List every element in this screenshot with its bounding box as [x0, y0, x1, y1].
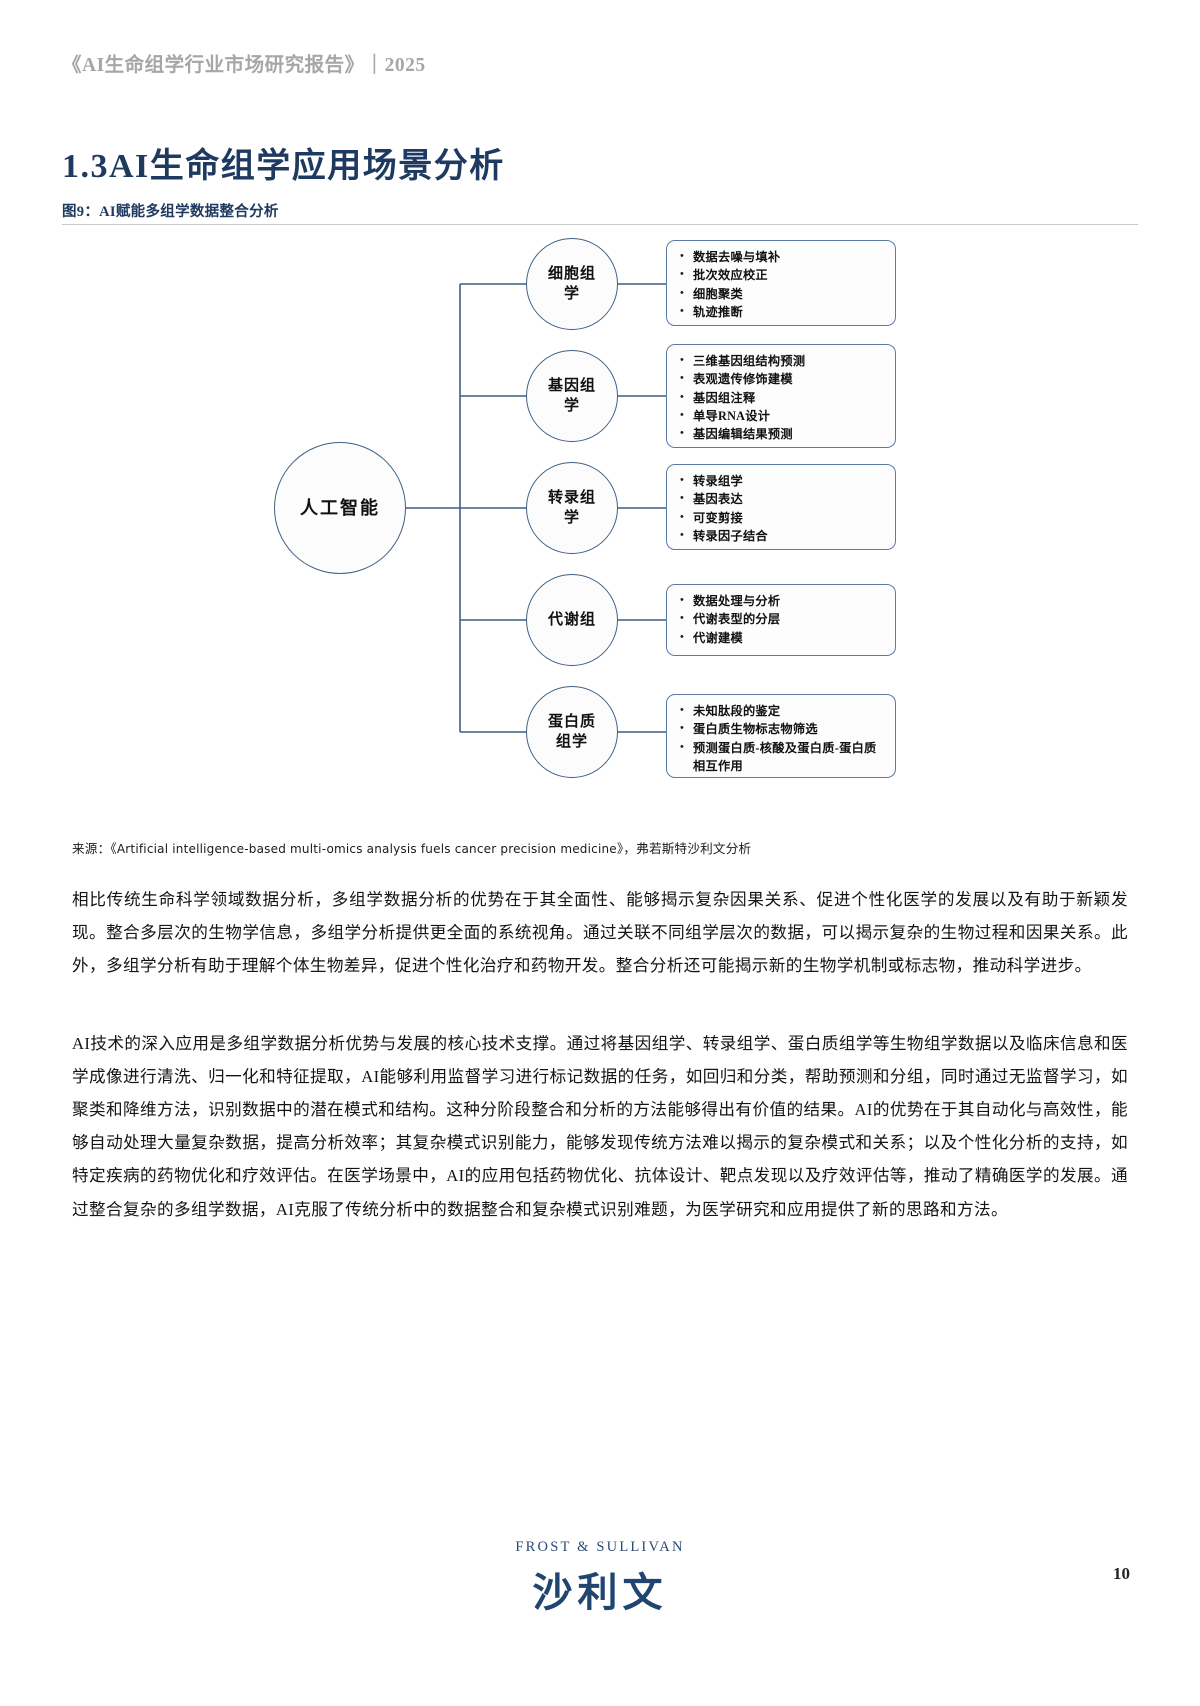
diagram-node-label: 基因组学 — [547, 377, 596, 414]
bullet-item: 预测蛋白质-核酸及蛋白质-蛋白质相互作用 — [680, 739, 885, 776]
figure-source: 来源：《Artificial intelligence-based multi-… — [72, 838, 751, 857]
bullet-item: 单导RNA设计 — [680, 407, 885, 425]
bullet-item: 代谢建模 — [680, 629, 885, 647]
diagram-node-metabolomics: 代谢组 — [526, 574, 618, 666]
bullet-item: 细胞聚类 — [680, 285, 885, 303]
bullet-item: 基因表达 — [680, 490, 885, 508]
diagram-connectors — [406, 283, 666, 733]
diagram-root-node: 人工智能 — [274, 442, 406, 574]
diagram-root-label: 人工智能 — [300, 497, 380, 518]
body-paragraph-2: AI技术的深入应用是多组学数据分析优势与发展的核心技术支撑。通过将基因组学、转录… — [72, 1033, 1128, 1219]
diagram-node-proteomics: 蛋白质组学 — [526, 686, 618, 778]
bullet-item: 转录因子结合 — [680, 527, 885, 545]
diagram-node-transcriptomics: 转录组学 — [526, 462, 618, 554]
source-suffix: 》，弗若斯特沙利文分析 — [616, 842, 752, 856]
bullet-item: 基因组注释 — [680, 389, 885, 407]
caption-divider — [62, 224, 1138, 225]
brand-name-chinese: 沙利文 — [532, 1570, 668, 1615]
page-number: 10 — [1113, 1564, 1130, 1583]
bullet-item: 三维基因组结构预测 — [680, 352, 885, 370]
source-english-title: Artificial intelligence-based multi-omic… — [116, 842, 617, 856]
figure-caption: 图9：AI赋能多组学数据整合分析 — [62, 204, 279, 220]
bullet-box-metabolomics: 数据处理与分析 代谢表型的分层 代谢建模 — [666, 584, 896, 656]
bullet-box-transcriptomics: 转录组学 基因表达 可变剪接 转录因子结合 — [666, 464, 896, 550]
body-paragraph-1: 相比传统生命科学领域数据分析，多组学数据分析的优势在于其全面性、能够揭示复杂因果… — [72, 889, 1128, 975]
bullet-box-cell-omics: 数据去噪与填补 批次效应校正 细胞聚类 轨迹推断 — [666, 240, 896, 326]
bullet-item: 数据处理与分析 — [680, 592, 885, 610]
diagram-node-label: 代谢组 — [547, 611, 596, 628]
diagram-node-label: 转录组学 — [547, 489, 596, 526]
bullet-item: 蛋白质生物标志物筛选 — [680, 720, 885, 738]
bullet-item: 未知肽段的鉴定 — [680, 702, 885, 720]
running-header: 《AI生命组学行业市场研究报告》｜2025 — [62, 55, 426, 76]
bullet-item: 表观遗传修饰建模 — [680, 370, 885, 388]
bullet-item: 批次效应校正 — [680, 266, 885, 284]
section-title: 1.3AI生命组学应用场景分析 — [62, 148, 505, 185]
diagram-node-genomics: 基因组学 — [526, 350, 618, 442]
bullet-item: 可变剪接 — [680, 509, 885, 527]
diagram-node-cell-omics: 细胞组学 — [526, 238, 618, 330]
bullet-item: 基因编辑结果预测 — [680, 425, 885, 443]
bullet-item: 转录组学 — [680, 472, 885, 490]
diagram-node-label: 细胞组学 — [547, 265, 596, 302]
bullet-item: 代谢表型的分层 — [680, 610, 885, 628]
footer-brand: FROST & SULLIVAN 沙利文 — [0, 1539, 1200, 1618]
diagram-node-label: 蛋白质组学 — [547, 713, 596, 750]
source-prefix: 来源：《 — [72, 842, 117, 856]
bullet-box-proteomics: 未知肽段的鉴定 蛋白质生物标志物筛选 预测蛋白质-核酸及蛋白质-蛋白质相互作用 — [666, 694, 896, 778]
bullet-item: 数据去噪与填补 — [680, 248, 885, 266]
bullet-item: 轨迹推断 — [680, 303, 885, 321]
bullet-box-genomics: 三维基因组结构预测 表观遗传修饰建模 基因组注释 单导RNA设计 基因编辑结果预… — [666, 344, 896, 448]
brand-name-english: FROST & SULLIVAN — [515, 1539, 685, 1555]
